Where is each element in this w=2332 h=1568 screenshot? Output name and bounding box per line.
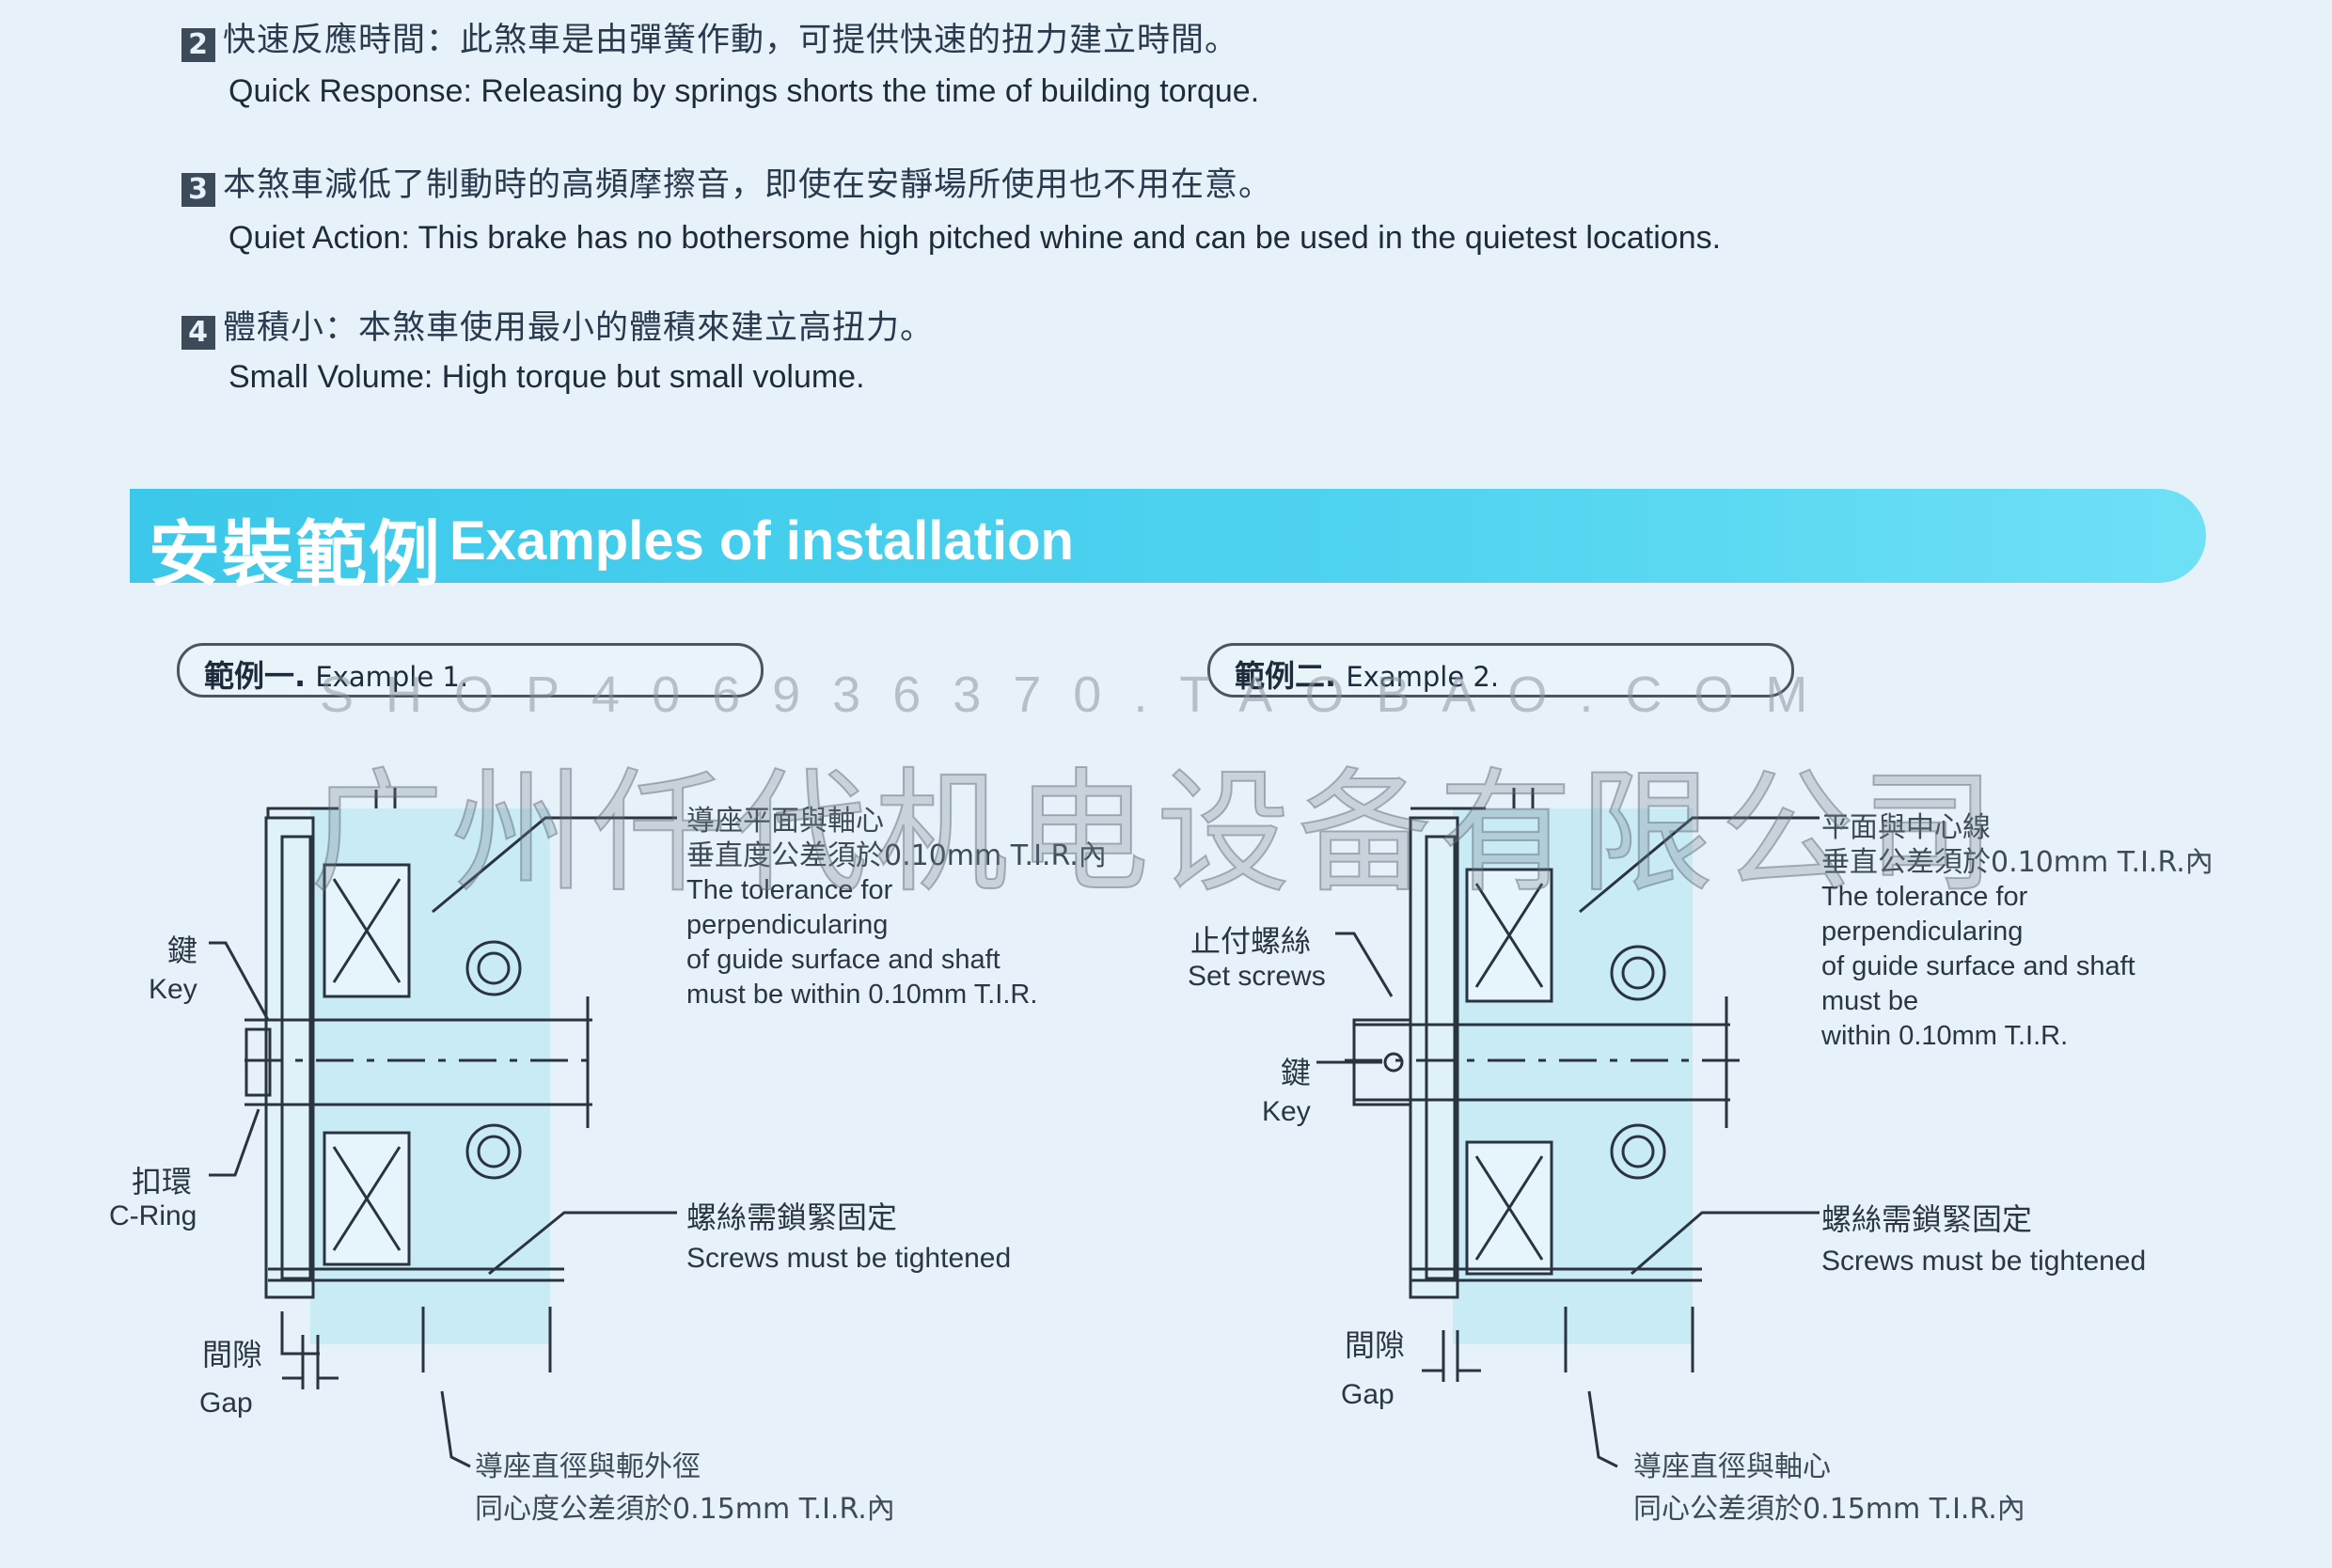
example-1-key-label-en: Key [149,974,197,1005]
example-2-tab: 範例二. Example 2. [1207,643,1794,698]
example-2-label-en: Example 2. [1346,661,1500,693]
tolerance-en-1: The tolerance for [686,875,893,905]
feature-zh-text: 本煞車減低了制動時的高頻摩擦音，即使在安靜場所使用也不用在意。 [223,166,1273,204]
example-2-tolerance-note: 平面與中心線 垂直公差須於0.10mm T.I.R.內 The toleranc… [1821,810,2214,1054]
example-2-label: 範例二. Example 2. [1235,652,1499,696]
tolerance-en-4: must be [1821,986,1919,1016]
example-2-screw-label-zh: 螺絲需鎖緊固定 [1821,1201,2033,1237]
example-1-label-en: Example 1. [315,661,469,693]
concentricity-zh-1: 導座直徑與軸心 [1633,1450,1831,1483]
concentricity-zh-1: 導座直徑與軛外徑 [475,1450,701,1483]
example-2-label-zh: 範例二. [1235,658,1337,694]
tolerance-zh-1: 導座平面與軸心 [686,805,884,838]
feature-en: Quiet Action: This brake has no botherso… [228,220,1722,256]
example-2-setscrew-label-en: Set screws [1188,961,1326,992]
feature-number-badge: 2 [181,28,215,62]
feature-number-badge: 3 [181,173,215,207]
concentricity-zh-2: 同心公差須於0.15mm T.I.R.內 [1633,1493,2025,1526]
example-1-label-zh: 範例一. [204,658,307,694]
example-1-cring-label-en: C-Ring [109,1200,197,1231]
example-2-key-label-zh: 鍵 [1281,1055,1312,1090]
example-1-screw-label-en: Screws must be tightened [686,1243,1012,1274]
example-2-gap-label-zh: 間隙 [1345,1327,1406,1363]
example-1-tolerance-note: 導座平面與軸心 垂直度公差須於0.10mm T.I.R.內 The tolera… [686,804,1107,1012]
tolerance-en-2: perpendicularing [686,910,889,940]
tolerance-zh-1: 平面與中心線 [1821,811,1991,844]
example-1-gap-label-en: Gap [199,1388,253,1419]
tolerance-en-1: The tolerance for [1821,882,2028,912]
feature-zh-text: 快速反應時間：此煞車是由彈簧作動，可提供快速的扭力建立時間。 [223,22,1239,59]
example-2-screw-label-en: Screws must be tightened [1821,1246,2147,1277]
tolerance-zh-2: 垂直公差須於0.10mm T.I.R.內 [1821,846,2214,879]
example-1-cring-label-zh: 扣環 [132,1164,193,1200]
example-2-key-label-en: Key [1262,1096,1311,1127]
tolerance-en-4: must be within 0.10mm T.I.R. [686,980,1038,1010]
tolerance-en-5: within 0.10mm T.I.R. [1821,1021,2069,1051]
example-2-concentricity-note: 導座直徑與軸心 同心公差須於0.15mm T.I.R.內 [1633,1450,2025,1527]
feature-en: Quick Response: Releasing by springs sho… [228,73,1260,109]
watermark-company: 广州仟代机电设备有限公司 [309,755,2003,912]
example-2-gap-label-en: Gap [1341,1379,1394,1410]
example-1-screw-label-zh: 螺絲需鎖緊固定 [686,1200,898,1235]
watermark-url: SHOP406936370.TAOBAO.COM [320,666,1840,723]
section-banner: 安裝範例 Examples of installation [130,489,2206,596]
tolerance-en-3: of guide surface and shaft [686,945,1001,975]
example-2-setscrew-label-zh: 止付螺絲 [1190,923,1312,959]
feature-en: Small Volume: High torque but small volu… [228,359,865,395]
feature-zh-text: 體積小：本煞車使用最小的體積來建立高扭力。 [223,309,935,347]
example-1-key-label-zh: 鍵 [167,933,198,968]
example-1-label: 範例一. Example 1. [204,652,468,696]
example-1-gap-label-zh: 間隙 [202,1337,263,1372]
tolerance-en-3: of guide surface and shaft [1821,951,2135,981]
feature-number-badge: 4 [181,316,215,350]
section-title-zh: 安裝範例 [149,512,442,596]
concentricity-zh-2: 同心度公差須於0.15mm T.I.R.內 [475,1493,895,1526]
example-1-concentricity-note: 導座直徑與軛外徑 同心度公差須於0.15mm T.I.R.內 [475,1450,895,1527]
tolerance-zh-2: 垂直度公差須於0.10mm T.I.R.內 [686,839,1107,872]
tolerance-en-2: perpendicularing [1821,917,2024,947]
example-1-tab: 範例一. Example 1. [177,643,764,698]
section-title-en: Examples of installation [449,510,1074,572]
